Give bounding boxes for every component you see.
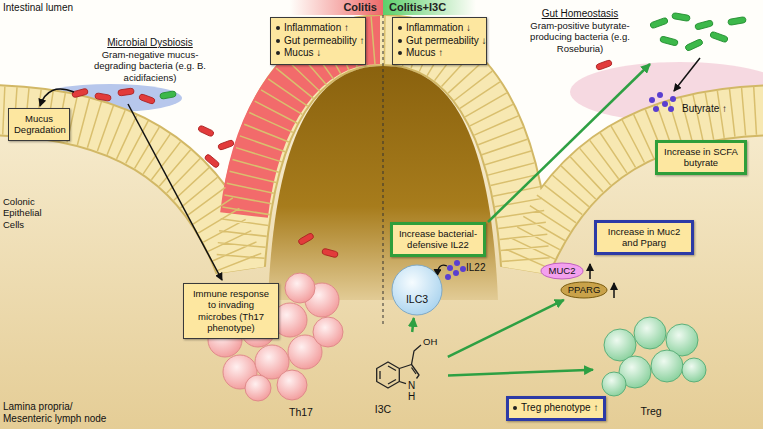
bullet-row: Treg phenotype ↑ <box>513 402 599 415</box>
note-label: Gram-positive butyrate-producing bacteri… <box>515 20 645 54</box>
cytokine-label: IL22 <box>466 262 485 274</box>
protein-ellipse: MUC2 <box>540 262 584 280</box>
node-text: I3C <box>370 403 396 416</box>
node-text: Gut permeability ↑ <box>284 35 365 48</box>
process-box: Increase in SCFA butyrate <box>655 140 747 175</box>
node-text: Inflammation ↑ <box>284 22 349 35</box>
bullet-dot <box>513 406 517 410</box>
node-text: Colitis <box>296 0 377 15</box>
bullet-row: Gut permeability ↑ <box>276 35 360 48</box>
node-text: Colitis+I3C <box>389 0 470 15</box>
process-box: Mucus Degradation <box>8 108 70 141</box>
node-text: Treg phenotype ↑ <box>521 402 598 415</box>
node-text: Increase in SCFA butyrate <box>662 146 740 169</box>
condition-header: Colitis <box>290 0 383 15</box>
node-text: Immune response to invading microbes (Th… <box>189 288 273 334</box>
bullet-dot <box>398 26 402 30</box>
heading-label: Microbial Dysbiosis <box>90 37 210 49</box>
node-text: Th17 <box>285 406 317 419</box>
region-label: Lamina propria/ Mesenteric lymph node <box>3 401 121 425</box>
atom-label: OH <box>423 336 437 347</box>
effects-box: Treg phenotype ↑ <box>506 396 606 421</box>
heading-label: Gut Homeostasis <box>520 8 640 20</box>
region-label: Colonic Epithelial Cells <box>3 196 65 230</box>
node-text: ILC3 <box>391 293 443 306</box>
bullet-row: Gut permeability ↓ <box>398 35 481 48</box>
node-text: Mucus Degradation <box>14 113 64 136</box>
node-text: Treg <box>635 405 667 418</box>
bullet-dot <box>276 39 280 43</box>
bullet-dot <box>276 26 280 30</box>
bullet-dot <box>398 51 402 55</box>
node-text: MUC2 <box>540 262 584 280</box>
protein-ellipse: PPARG <box>560 281 608 299</box>
cell-cluster: Treg <box>595 315 707 420</box>
process-box: Increase bacterial-defensive IL22 <box>390 222 486 257</box>
effect-arrow <box>448 300 564 357</box>
bullet-row: Inflammation ↑ <box>276 22 360 35</box>
effects-box: Inflammation ↑Gut permeability ↑Mucus ↓ <box>270 17 366 65</box>
process-box: Immune response to invading microbes (Th… <box>183 283 279 339</box>
bullet-row: Mucus ↑ <box>398 47 481 60</box>
note-label: Gram-negative mucus-degrading bacteria (… <box>85 49 215 83</box>
effect-arrow <box>448 370 593 376</box>
node-outline <box>391 264 443 316</box>
node-text: Mucus ↓ <box>284 47 321 60</box>
effects-box: Inflammation ↓Gut permeability ↓Mucus ↑ <box>392 17 487 65</box>
node-text: PPARG <box>560 281 608 299</box>
node-text: Increase bacterial-defensive IL22 <box>397 228 479 251</box>
atom-label: N <box>408 380 415 392</box>
region-label: Intestinal lumen <box>3 2 73 14</box>
cell-cluster: Th17 <box>200 255 345 420</box>
atom-label: H <box>408 391 415 403</box>
node-text: Inflammation ↓ <box>406 22 471 35</box>
metabolite-label: Butyrate ↑ <box>682 103 727 115</box>
process-box: Increase in Muc2 and Pparg <box>594 220 694 255</box>
effect-arrow <box>412 318 414 332</box>
immune-cell: ILC3 <box>391 264 443 316</box>
bullet-row: Mucus ↓ <box>276 47 360 60</box>
node-text: Mucus ↑ <box>406 47 443 60</box>
bullet-dot <box>276 51 280 55</box>
condition-header: Colitis+I3C <box>383 0 476 15</box>
node-text: Increase in Muc2 and Pparg <box>601 226 687 249</box>
bullet-dot <box>398 39 402 43</box>
bullet-row: Inflammation ↓ <box>398 22 481 35</box>
node-text: Gut permeability ↓ <box>406 35 487 48</box>
